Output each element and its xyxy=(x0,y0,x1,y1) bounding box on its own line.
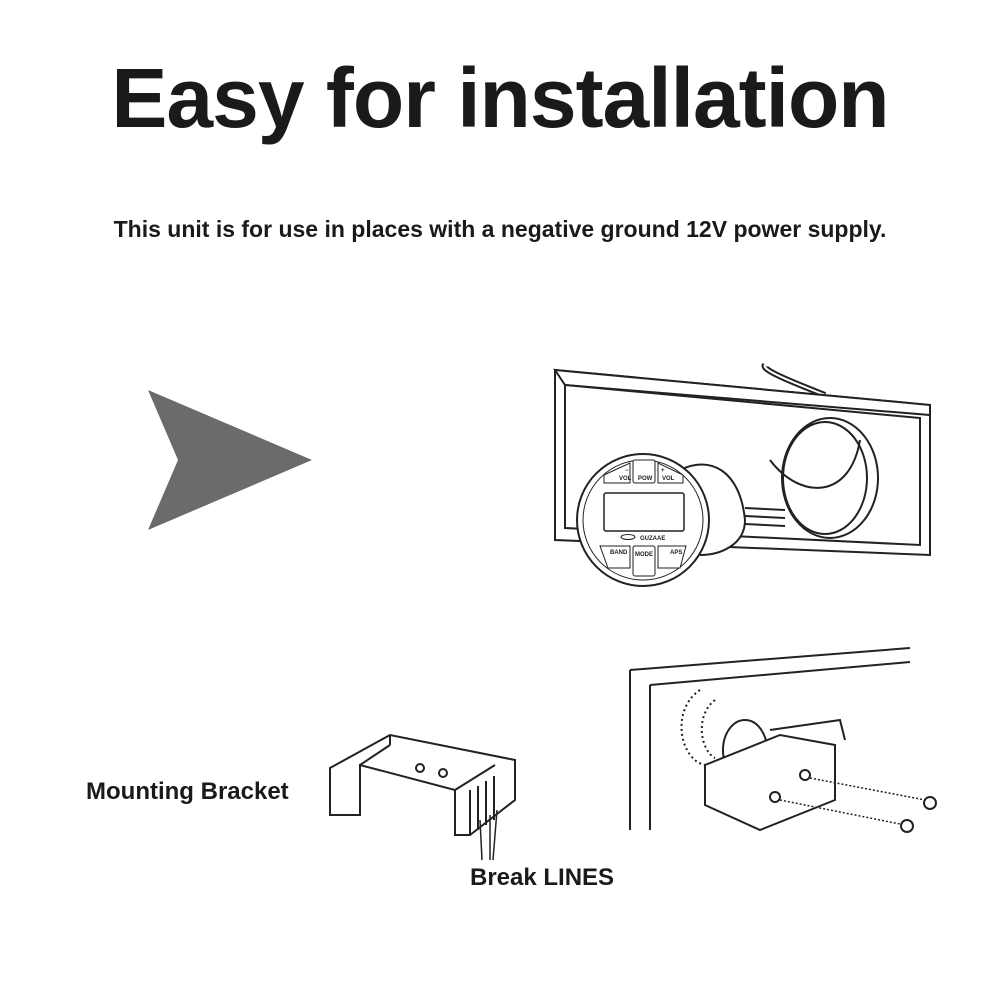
svg-text:VOL: VOL xyxy=(662,476,675,482)
subtitle: This unit is for use in places with a ne… xyxy=(113,216,887,242)
svg-text:GUZAAE: GUZAAE xyxy=(640,536,665,542)
svg-text:−: − xyxy=(625,468,629,474)
svg-text:+: + xyxy=(661,468,665,474)
svg-text:APS: APS xyxy=(670,550,682,556)
svg-text:MODE: MODE xyxy=(635,552,653,558)
arrow-icon xyxy=(148,390,312,530)
mounting-bracket-illustration xyxy=(329,647,937,861)
svg-text:POW: POW xyxy=(638,476,653,482)
svg-text:VOL: VOL xyxy=(619,476,632,482)
mounting-bracket-label: Mounting Bracket xyxy=(86,778,289,805)
device-labels: − VOL POW + VOL GUZAAE BAND MODE APS xyxy=(610,468,682,558)
page-title: Easy for installation xyxy=(111,51,889,145)
break-lines-label: Break LINES xyxy=(470,864,615,891)
svg-text:BAND: BAND xyxy=(610,550,628,556)
radio-device xyxy=(576,453,710,587)
